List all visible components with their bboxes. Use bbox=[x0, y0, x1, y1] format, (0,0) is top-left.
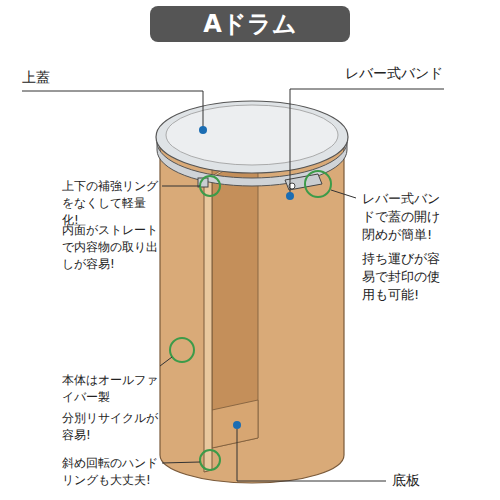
feature-note: 内面がストレートで内容物の取り出しが容易! bbox=[62, 222, 158, 272]
feature-note: レバー式バンドで蓋の開け閉めが簡単! bbox=[362, 190, 440, 245]
feature-note: 持ち運びが容易で封印の使用も可能! bbox=[362, 250, 440, 305]
feature-note: 上下の補強リングをなくして軽量化! bbox=[62, 178, 158, 228]
part-name: 上蓋 bbox=[22, 68, 50, 88]
feature-note: 斜め回転のハンドリングも大丈夫! bbox=[62, 455, 158, 489]
feature-note: 分別リサイクルが容易! bbox=[62, 410, 158, 444]
title-banner: Aドラム bbox=[150, 6, 350, 42]
part-name: レバー式バンド bbox=[345, 64, 443, 84]
part-name: 底板 bbox=[392, 471, 420, 491]
feature-note: 本体はオールファイバー製 bbox=[62, 372, 158, 406]
